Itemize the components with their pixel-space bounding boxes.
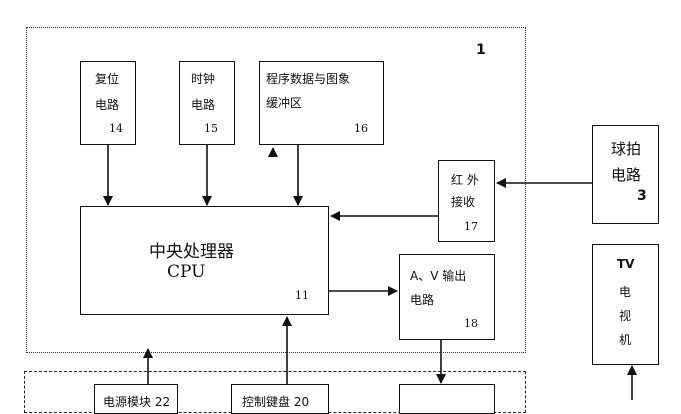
- ir-receiver-box: 红 外 接收 17: [438, 160, 495, 242]
- cpu-box: 中央处理器 CPU 11: [80, 206, 329, 315]
- reset-number: 14: [109, 122, 123, 135]
- clock-label-line1: 时钟: [191, 72, 216, 86]
- ir-label-line2: 接收: [451, 195, 476, 209]
- buffer-up-arrowhead: [268, 147, 278, 157]
- av-label-line2: 电路: [410, 293, 435, 307]
- cpu-number: 11: [295, 289, 309, 302]
- av-label-line1: A、V 输出: [410, 269, 467, 283]
- clock-label-line2: 电路: [191, 98, 216, 112]
- connector-layer: [103, 145, 637, 400]
- buffer-box: 程序数据与图象 缓冲区 16: [259, 61, 384, 145]
- buffer-number: 16: [354, 122, 368, 135]
- main-board-boundary: [26, 27, 526, 353]
- reset-circuit-box: 复位 电路 14: [80, 61, 136, 145]
- av-number: 18: [464, 317, 478, 330]
- racket-label-line2: 电路: [611, 166, 642, 184]
- tv-label-line3: 视: [619, 309, 632, 323]
- cpu-label-line1: 中央处理器: [149, 242, 234, 262]
- buffer-label-line1: 程序数据与图象: [266, 72, 351, 86]
- clock-number: 15: [204, 122, 218, 135]
- reset-label-line2: 电路: [95, 98, 120, 112]
- ir-number: 17: [464, 220, 478, 233]
- av-output-box: A、V 输出 电路 18: [399, 254, 495, 340]
- buffer-label-line2: 缓冲区: [266, 96, 303, 110]
- cpu-label-line2: CPU: [167, 262, 206, 282]
- racket-label-line1: 球拍: [611, 140, 642, 158]
- clock-circuit-box: 时钟 电路 15: [179, 61, 235, 145]
- main-board-label: 1: [476, 42, 486, 58]
- tv-label-line4: 机: [619, 333, 632, 347]
- racket-circuit-box: 球拍 电路 3: [592, 125, 659, 224]
- racket-number: 3: [637, 188, 647, 204]
- tv-box: TV 电 视 机: [592, 244, 659, 365]
- ir-label-line1: 红 外: [451, 173, 479, 187]
- tv-label-line2: 电: [619, 285, 632, 299]
- reset-label-line1: 复位: [95, 72, 120, 86]
- tv-label-line1: TV: [617, 257, 635, 271]
